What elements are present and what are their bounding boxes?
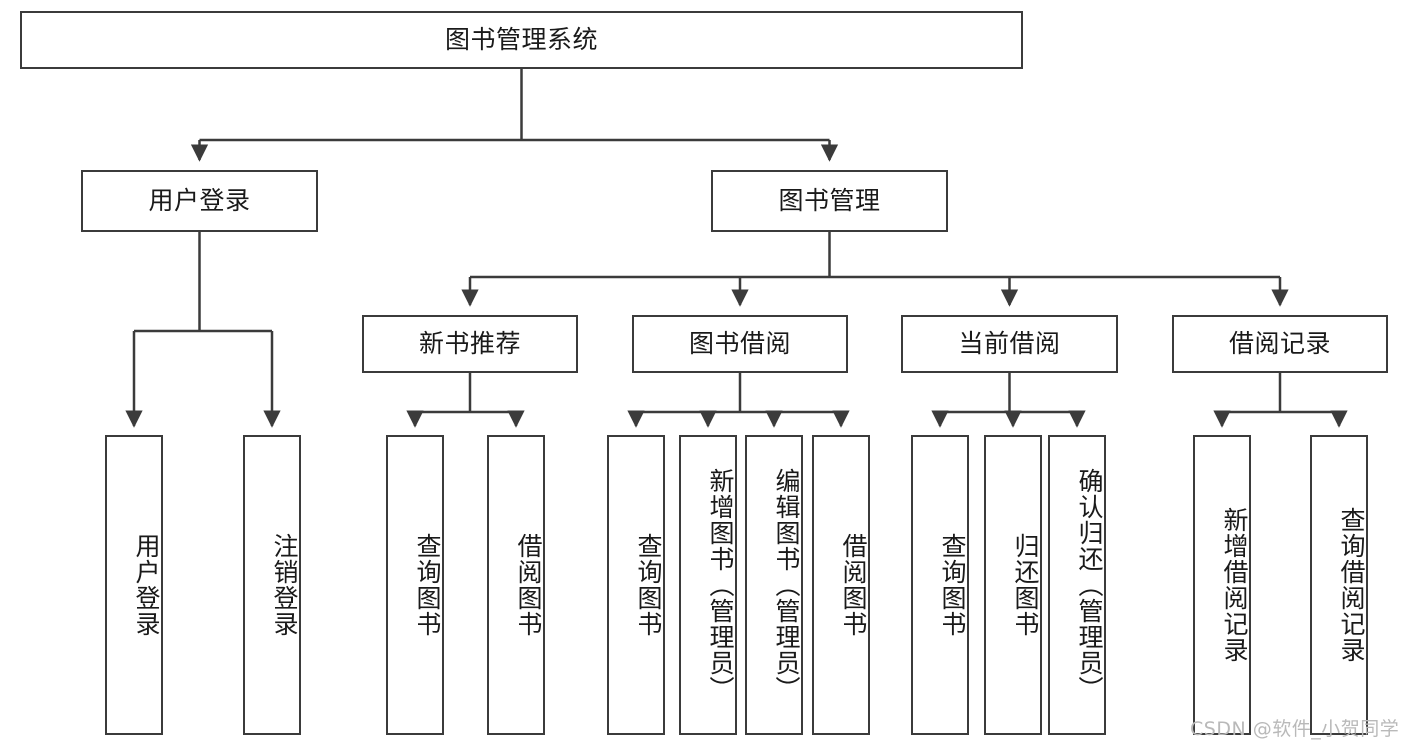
node-label: 借阅图书: [839, 533, 868, 637]
node-label: 归还图书: [1011, 533, 1040, 637]
leaf-node-查询借阅记录[interactable]: 查询借阅记录: [1310, 435, 1368, 735]
node-label: 借阅图书: [514, 533, 543, 637]
level3-node-新书推荐[interactable]: 新书推荐: [362, 315, 578, 373]
leaf-node-新增图书管理员[interactable]: 新增图书（管理员）: [679, 435, 737, 735]
node-label: 查询图书: [938, 533, 967, 637]
leaf-node-查询图书[interactable]: 查询图书: [386, 435, 444, 735]
node-label: 借阅记录: [1228, 328, 1331, 358]
node-label: 新增借阅记录: [1220, 507, 1249, 663]
node-label: 用户登录: [148, 185, 251, 215]
leaf-node-借阅图书[interactable]: 借阅图书: [812, 435, 870, 735]
leaf-node-查询图书[interactable]: 查询图书: [911, 435, 969, 735]
node-label: 确认归还（管理员）: [1075, 468, 1104, 702]
level3-node-图书借阅[interactable]: 图书借阅: [632, 315, 848, 373]
level2-node-图书管理[interactable]: 图书管理: [711, 170, 948, 232]
node-label: 用户登录: [132, 533, 161, 637]
node-label: 图书管理系统: [444, 24, 598, 54]
leaf-node-归还图书[interactable]: 归还图书: [984, 435, 1042, 735]
node-label: 新书推荐: [418, 328, 521, 358]
node-label: 查询借阅记录: [1337, 507, 1366, 663]
level3-node-当前借阅[interactable]: 当前借阅: [901, 315, 1118, 373]
leaf-node-新增借阅记录[interactable]: 新增借阅记录: [1193, 435, 1251, 735]
leaf-node-查询图书[interactable]: 查询图书: [607, 435, 665, 735]
leaf-node-确认归还管理员[interactable]: 确认归还（管理员）: [1048, 435, 1106, 735]
csdn-watermark: CSDN @软件_小贺同学: [1190, 718, 1400, 740]
node-label: 新增图书（管理员）: [706, 468, 735, 702]
node-label: 当前借阅: [958, 328, 1061, 358]
leaf-node-注销登录[interactable]: 注销登录: [243, 435, 301, 735]
node-label: 图书借阅: [688, 328, 791, 358]
leaf-node-用户登录[interactable]: 用户登录: [105, 435, 163, 735]
node-label: 查询图书: [413, 533, 442, 637]
level2-node-用户登录[interactable]: 用户登录: [81, 170, 318, 232]
root-node-图书管理系统[interactable]: 图书管理系统: [20, 11, 1023, 69]
node-label: 图书管理: [778, 185, 881, 215]
node-label: 注销登录: [270, 533, 299, 637]
leaf-node-编辑图书管理员[interactable]: 编辑图书（管理员）: [745, 435, 803, 735]
node-label: 查询图书: [634, 533, 663, 637]
level3-node-借阅记录[interactable]: 借阅记录: [1172, 315, 1388, 373]
leaf-node-借阅图书[interactable]: 借阅图书: [487, 435, 545, 735]
node-label: 编辑图书（管理员）: [772, 468, 801, 702]
